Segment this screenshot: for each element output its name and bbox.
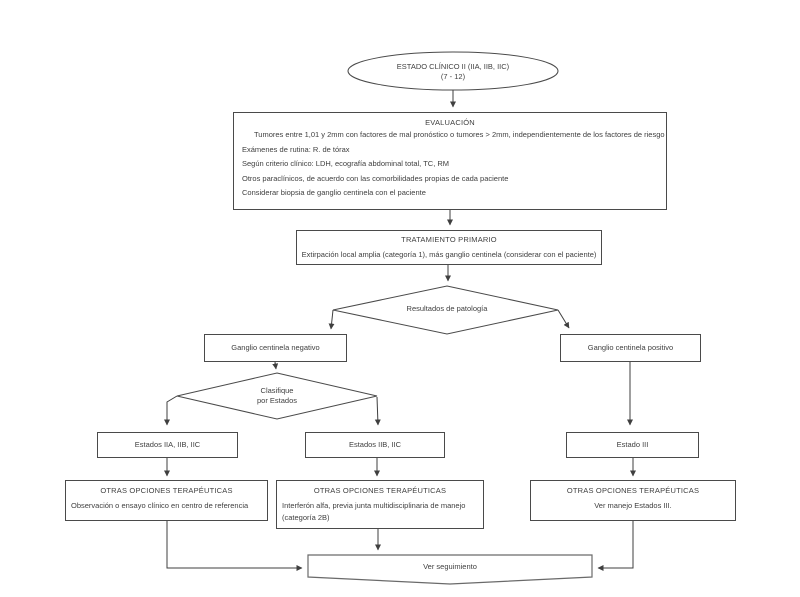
evaluation-box: EVALUACIÓN Tumores entre 1,01 y 2mm con …	[233, 112, 667, 210]
follow-up-text: Ver seguimiento	[423, 561, 477, 571]
connector-classify-to-stages-b	[374, 396, 381, 426]
follow-up-label: Ver seguimiento	[308, 555, 592, 578]
evaluation-line: Otros paraclínicos, de acuerdo con las c…	[242, 173, 509, 183]
other-options-b-body-line1: Interferón alfa, previa junta multidisci…	[282, 501, 466, 510]
pathology-decision-label: Resultados de patología	[372, 300, 522, 318]
connector-pathology-to-negative	[328, 309, 335, 330]
classify-decision-diamond-shape	[176, 372, 378, 420]
evaluation-line: Considerar biopsia de ganglio centinela …	[242, 188, 426, 197]
sentinel-positive-box: Ganglio centinela positivo	[560, 334, 701, 362]
evaluation-line: Según criterio clínico: LDH, ecografía a…	[242, 159, 450, 168]
connector-pathology-to-positive	[557, 309, 570, 329]
stages-iib-iic-box: Estados IIB, IIC	[305, 432, 445, 458]
connector-options-a-to-follow-up	[166, 521, 303, 571]
primary-treatment-box: TRATAMIENTO PRIMARIO Extirpación local a…	[296, 230, 602, 265]
other-options-a-box: OTRAS OPCIONES TERAPÉUTICAS Observación …	[65, 480, 268, 521]
start-node-line2: (7 - 12)	[440, 71, 466, 81]
other-options-b-title: OTRAS OPCIONES TERAPÉUTICAS	[313, 486, 447, 495]
evaluation-line: Tumores entre 1,01 y 2mm con factores de…	[254, 130, 665, 139]
pathology-decision-text: Resultados de patología	[406, 304, 488, 313]
connector-options-c-to-follow-up	[597, 521, 634, 571]
other-options-a-title: OTRAS OPCIONES TERAPÉUTICAS	[100, 486, 233, 495]
sentinel-negative-box: Ganglio centinela negativo	[204, 334, 347, 362]
classify-decision-label: Clasifique por Estados	[227, 385, 327, 407]
stage-iii-box: Estado III	[566, 432, 699, 458]
stages-iia-iib-iic-text: Estados IIA, IIB, IIC	[134, 440, 201, 449]
other-options-b-box: OTRAS OPCIONES TERAPÉUTICAS Interferón a…	[276, 480, 484, 529]
start-node-line1: ESTADO CLÍNICO II (IIA, IIB, IIC)	[396, 61, 510, 71]
other-options-a-body: Observación o ensayo clínico en centro d…	[71, 501, 249, 510]
other-options-b-body-line2: (categoría 2B)	[282, 512, 330, 522]
other-options-c-title: OTRAS OPCIONES TERAPÉUTICAS	[566, 486, 700, 495]
stages-iib-iic-text: Estados IIB, IIC	[348, 440, 402, 449]
primary-treatment-title: TRATAMIENTO PRIMARIO	[401, 235, 497, 244]
classify-decision-line2: por Estados	[256, 396, 298, 405]
stage-iii-text: Estado III	[616, 440, 649, 449]
sentinel-negative-text: Ganglio centinela negativo	[231, 343, 320, 352]
primary-treatment-body: Extirpación local amplia (categoría 1), …	[301, 250, 597, 259]
evaluation-line: Exámenes de rutina: R. de tórax	[242, 144, 350, 154]
stages-iia-iib-iic-box: Estados IIA, IIB, IIC	[97, 432, 238, 458]
other-options-c-body: Ver manejo Estados III.	[594, 501, 672, 510]
sentinel-positive-text: Ganglio centinela positivo	[587, 343, 674, 352]
evaluation-title: EVALUACIÓN	[425, 118, 475, 127]
connector-negative-to-classify	[272, 361, 279, 370]
start-node: ESTADO CLÍNICO II (IIA, IIB, IIC) (7 - 1…	[348, 54, 558, 89]
classify-decision-line1: Clasifique	[260, 386, 294, 395]
connector-classify-to-stages-a	[164, 395, 178, 426]
follow-up-shape	[307, 554, 593, 585]
other-options-c-box: OTRAS OPCIONES TERAPÉUTICAS Ver manejo E…	[530, 480, 736, 521]
pathology-decision-diamond-shape	[332, 285, 559, 335]
